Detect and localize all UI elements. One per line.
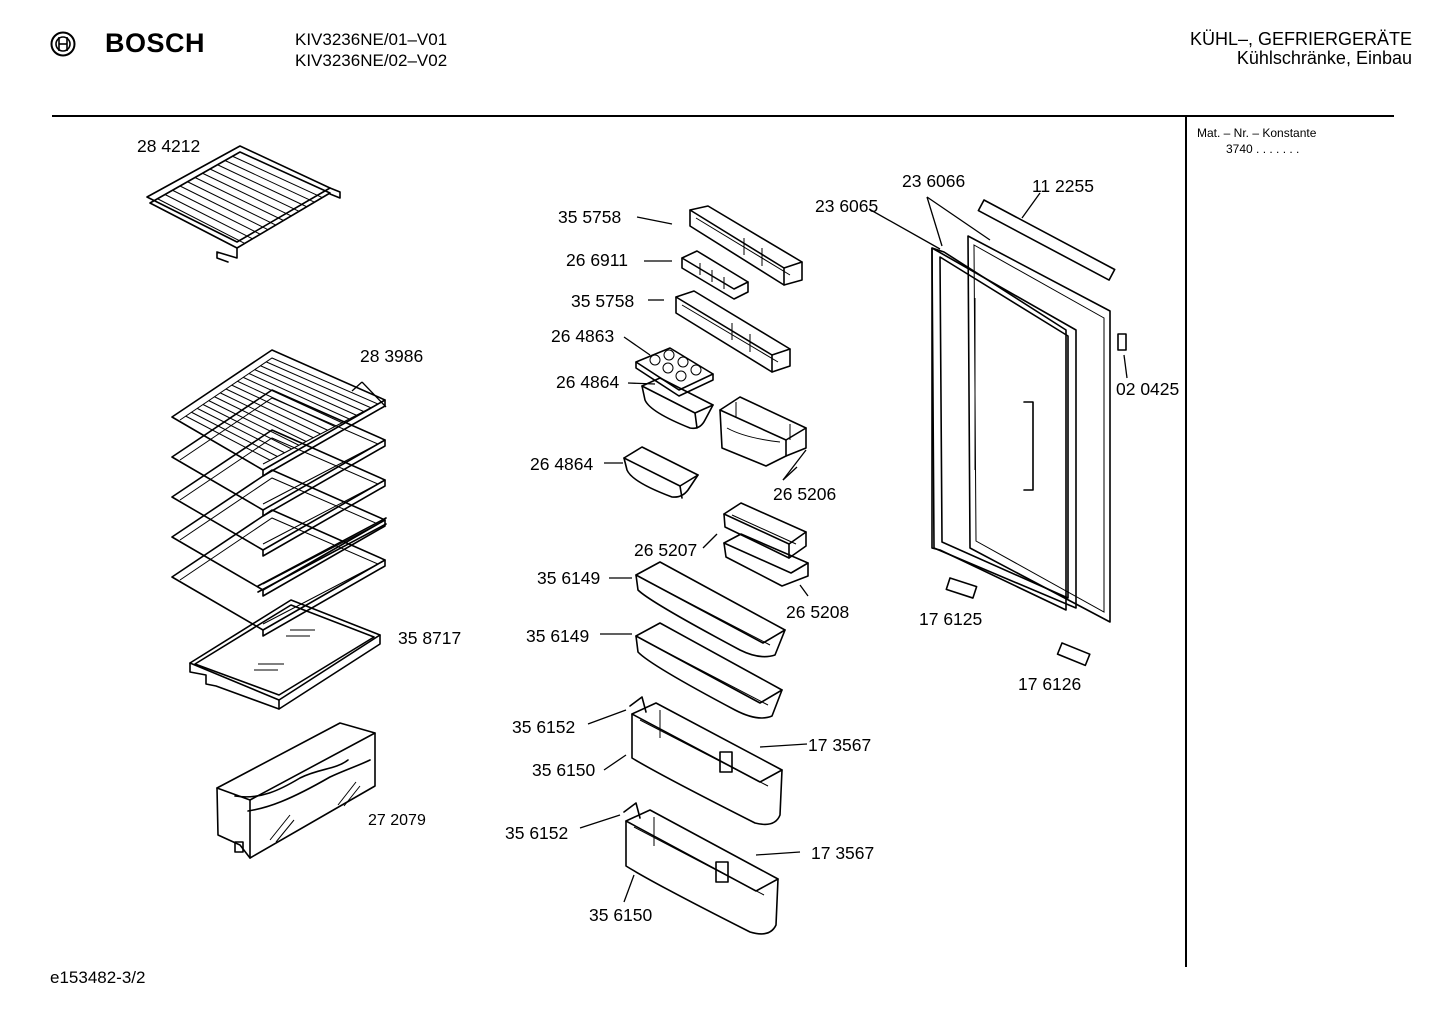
sidebar-title: Mat. – Nr. – Konstante <box>1197 126 1317 140</box>
part-label-236066: 23 6066 <box>902 171 966 191</box>
category-line-1: KÜHL–, GEFRIERGERÄTE <box>1189 29 1412 49</box>
small-holder-upper-drawing <box>641 377 714 430</box>
door-shelf-a-drawing <box>635 561 786 658</box>
part-label-356150-a: 35 6150 <box>532 760 596 780</box>
glass-shelf-drawing <box>189 599 381 710</box>
shelf-stack-drawing <box>171 349 387 637</box>
category-line-2: Kühlschränke, Einbau <box>1236 48 1412 68</box>
part-label-266911: 26 6911 <box>566 250 628 270</box>
part-label-355758-upper: 35 5758 <box>558 207 622 227</box>
part-label-358717: 35 8717 <box>398 628 462 648</box>
leader-lines <box>351 192 1128 903</box>
part-label-356149-b: 35 6149 <box>526 626 590 646</box>
part-label-356150-b: 35 6150 <box>589 905 653 925</box>
large-holder-drawing <box>719 396 807 467</box>
wire-rack-drawing <box>146 145 341 263</box>
part-label-265207: 26 5207 <box>634 540 698 560</box>
shelf-layer <box>171 349 386 477</box>
bosch-logo-icon <box>50 31 76 57</box>
part-label-173567-b: 17 3567 <box>811 843 875 863</box>
brand-name: BOSCH <box>105 28 206 58</box>
part-label-236065: 23 6065 <box>815 196 879 216</box>
part-label-173567-a: 17 3567 <box>808 735 872 755</box>
door-box-lower-drawing <box>675 290 791 373</box>
model-line-1: KIV3236NE/01–V01 <box>295 30 448 49</box>
bottle-shelf-a-drawing <box>629 696 783 826</box>
door-box-upper-drawing <box>689 205 803 286</box>
part-label-356149-a: 35 6149 <box>537 568 601 588</box>
part-label-272079: 27 2079 <box>368 812 426 829</box>
door-shelf-b-drawing <box>635 622 783 719</box>
sidebar-value: 3740 . . . . . . . <box>1226 142 1300 156</box>
sidebar-divider <box>1185 117 1187 967</box>
bottle-shelf-b-drawing <box>623 802 779 935</box>
part-label-112255: 11 2255 <box>1032 176 1094 196</box>
part-label-356152-a: 35 6152 <box>512 717 576 737</box>
part-label-264863: 26 4863 <box>551 326 615 346</box>
butter-dish-drawing <box>723 502 809 587</box>
shelf-layer <box>171 389 386 517</box>
shelf-layer <box>171 509 386 637</box>
part-label-284212: 28 4212 <box>137 136 201 156</box>
part-label-264864-lower: 26 4864 <box>530 454 594 474</box>
part-label-356152-b: 35 6152 <box>505 823 569 843</box>
part-label-265208: 26 5208 <box>786 602 850 622</box>
part-label-265206: 26 5206 <box>773 484 837 504</box>
part-label-355758-lower: 35 5758 <box>571 291 635 311</box>
header-divider <box>52 115 1394 117</box>
shelf-layer <box>171 469 386 597</box>
door-assembly-drawing <box>931 199 1127 667</box>
part-label-020425: 02 0425 <box>1116 379 1180 399</box>
part-label-264864-upper: 26 4864 <box>556 372 620 392</box>
small-holder-lower-drawing <box>623 446 699 499</box>
document-id: e153482-3/2 <box>50 968 146 987</box>
part-label-176125: 17 6125 <box>919 609 983 629</box>
crisper-drawer-drawing <box>216 722 376 859</box>
part-label-176126: 17 6126 <box>1018 674 1082 694</box>
divider-tray-drawing <box>681 250 749 300</box>
part-label-283986: 28 3986 <box>360 346 424 366</box>
shelf-layer <box>171 429 386 557</box>
model-line-2: KIV3236NE/02–V02 <box>295 51 448 70</box>
